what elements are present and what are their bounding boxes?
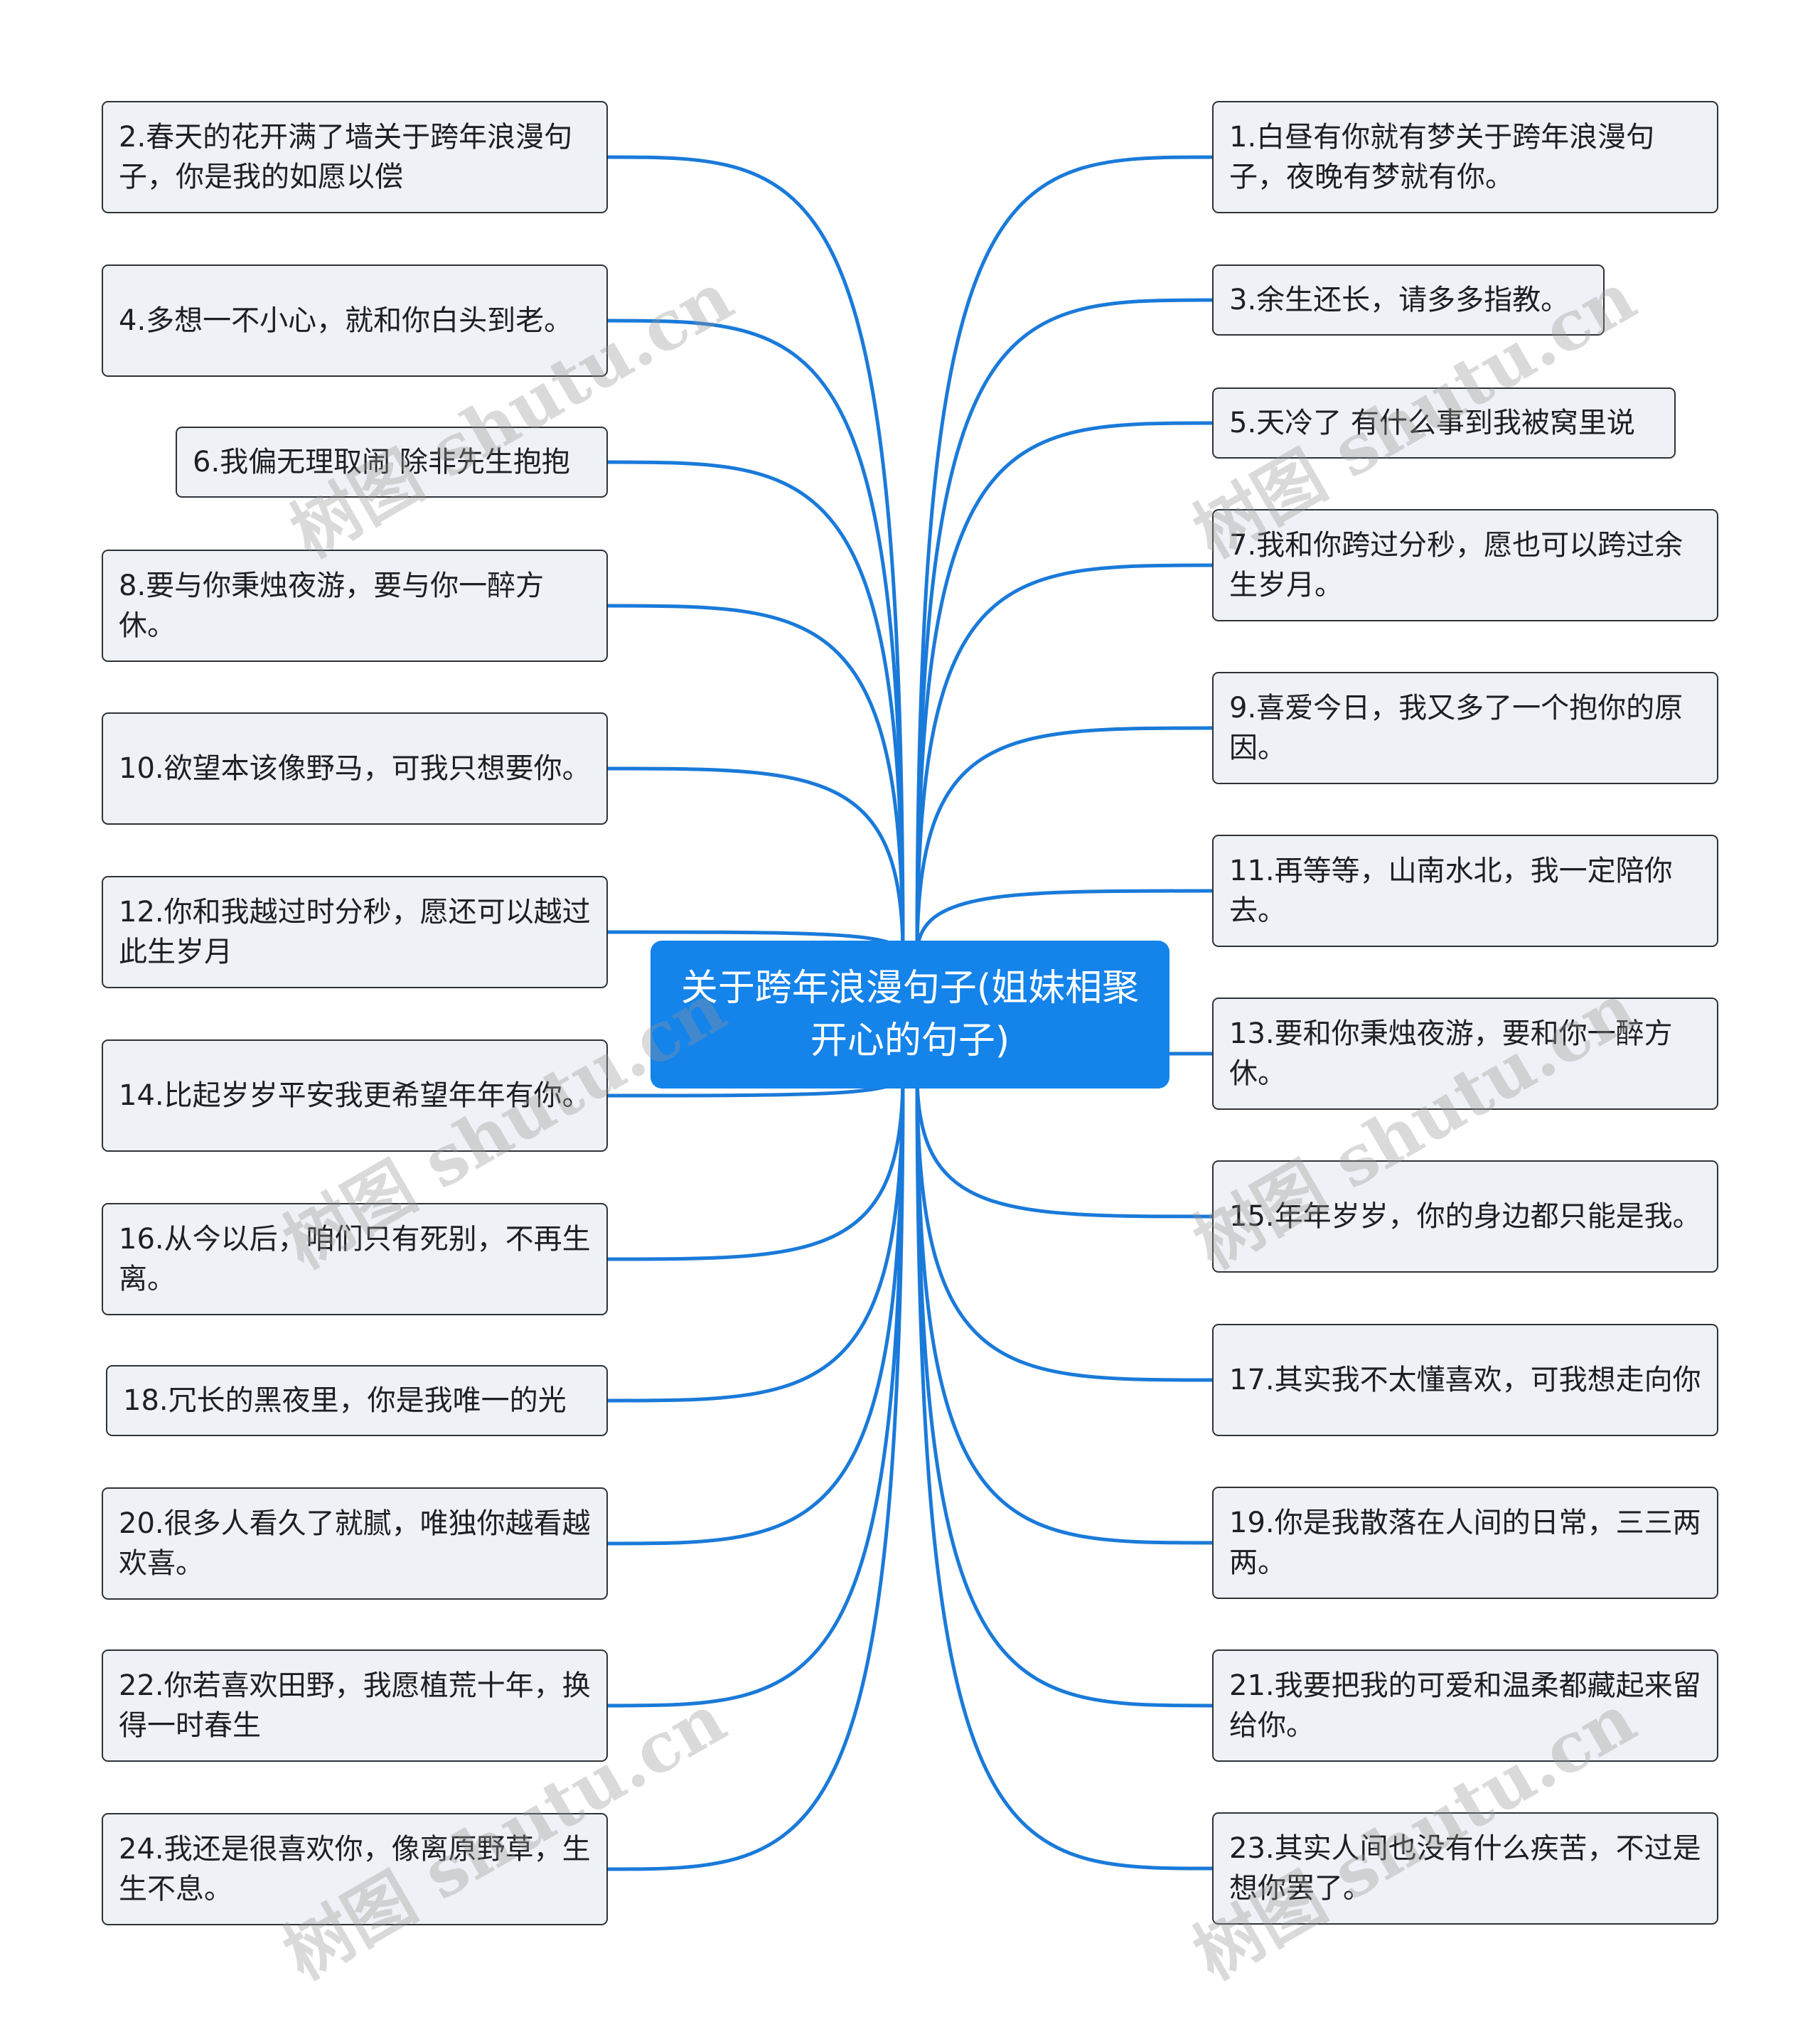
topic-label: 19.你是我散落在人间的日常，三三两两。 <box>1229 1507 1701 1579</box>
topic-right-10[interactable]: 19.你是我散落在人间的日常，三三两两。 <box>1212 1487 1718 1599</box>
topic-label: 5.天冷了 有什么事到我被窝里说 <box>1229 407 1635 439</box>
connector-line <box>607 1074 905 1708</box>
connector-line <box>915 1074 1213 1871</box>
topic-label: 4.多想一不小心，就和你白头到老。 <box>119 304 573 337</box>
connector-line <box>915 421 1213 956</box>
connector-line <box>915 726 1213 956</box>
topic-left-8[interactable]: 16.从今以后，咱们只有死别，不再生离。 <box>102 1203 608 1315</box>
topic-label: 22.你若喜欢田野，我愿植荒十年，换得一时春生 <box>119 1669 591 1742</box>
connector-line <box>607 766 905 956</box>
connector-line <box>915 298 1213 956</box>
topic-label: 12.你和我越过时分秒，愿还可以越过此生岁月 <box>119 896 591 968</box>
topic-label: 18.冗长的黑夜里，你是我唯一的光 <box>123 1384 567 1417</box>
connector-line <box>607 460 905 956</box>
topic-right-7[interactable]: 13.要和你秉烛夜游，要和你一醉方休。 <box>1212 998 1718 1110</box>
connector-line <box>915 1074 1213 1708</box>
topic-left-12[interactable]: 24.我还是很喜欢你，像离原野草，生生不息。 <box>102 1813 608 1925</box>
topic-right-8[interactable]: 15.年年岁岁，你的身边都只能是我。 <box>1212 1160 1718 1273</box>
connector-line <box>915 155 1213 956</box>
topic-right-9[interactable]: 17.其实我不太懂喜欢，可我想走向你 <box>1212 1324 1718 1436</box>
topic-label: 3.余生还长，请多多指教。 <box>1229 284 1570 316</box>
topic-left-11[interactable]: 22.你若喜欢田野，我愿植荒十年，换得一时春生 <box>102 1649 608 1762</box>
topic-left-7[interactable]: 14.比起岁岁平安我更希望年年有你。 <box>102 1039 608 1152</box>
topic-label: 15.年年岁岁，你的身边都只能是我。 <box>1229 1200 1701 1233</box>
topic-label: 7.我和你跨过分秒，愿也可以跨过余生岁月。 <box>1229 529 1684 601</box>
topic-label: 6.我偏无理取闹 除非先生抱抱 <box>193 446 570 478</box>
topic-right-6[interactable]: 11.再等等，山南水北，我一定陪你去。 <box>1212 835 1718 947</box>
topic-left-1[interactable]: 2.春天的花开满了墙关于跨年浪漫句子，你是我的如愿以偿 <box>102 101 608 213</box>
connector-line <box>915 1074 1213 1545</box>
topic-left-3[interactable]: 6.我偏无理取闹 除非先生抱抱 <box>176 427 608 498</box>
topic-right-11[interactable]: 21.我要把我的可爱和温柔都藏起来留给你。 <box>1212 1649 1718 1762</box>
topic-label: 13.要和你秉烛夜游，要和你一醉方休。 <box>1229 1017 1673 1090</box>
topic-label: 23.其实人间也没有什么疾苦，不过是想你罢了。 <box>1229 1832 1701 1905</box>
topic-right-12[interactable]: 23.其实人间也没有什么疾苦，不过是想你罢了。 <box>1212 1812 1718 1925</box>
topic-left-4[interactable]: 8.要与你秉烛夜游，要与你一醉方休。 <box>102 550 608 662</box>
connector-line <box>607 1074 905 1546</box>
topic-left-2[interactable]: 4.多想一不小心，就和你白头到老。 <box>102 264 608 377</box>
connector-line <box>607 604 905 956</box>
connector-line <box>607 1074 905 1261</box>
topic-right-5[interactable]: 9.喜爱今日，我又多了一个抱你的原因。 <box>1212 672 1718 784</box>
connector-line <box>607 1074 905 1871</box>
topic-label: 8.要与你秉烛夜游，要与你一醉方休。 <box>119 569 545 642</box>
topic-right-1[interactable]: 1.白昼有你就有梦关于跨年浪漫句子，夜晚有梦就有你。 <box>1212 101 1718 213</box>
topic-label: 9.喜爱今日，我又多了一个抱你的原因。 <box>1229 692 1684 764</box>
topic-label: 20.很多人看久了就腻，唯独你越看越欢喜。 <box>119 1507 591 1580</box>
topic-right-4[interactable]: 7.我和你跨过分秒，愿也可以跨过余生岁月。 <box>1212 509 1718 621</box>
topic-label: 11.再等等，山南水北，我一定陪你去。 <box>1229 855 1673 927</box>
topic-label: 1.白昼有你就有梦关于跨年浪漫句子，夜晚有梦就有你。 <box>1229 121 1655 193</box>
topic-label: 10.欲望本该像野马，可我只想要你。 <box>119 752 591 785</box>
connector-line <box>915 1074 1213 1219</box>
topic-label: 14.比起岁岁平安我更希望年年有你。 <box>119 1079 591 1112</box>
topic-label: 17.其实我不太懂喜欢，可我想走向你 <box>1229 1364 1701 1396</box>
connector-line <box>915 563 1213 956</box>
topic-left-10[interactable]: 20.很多人看久了就腻，唯独你越看越欢喜。 <box>102 1487 608 1600</box>
topic-label: 16.从今以后，咱们只有死别，不再生离。 <box>119 1223 591 1295</box>
topic-right-3[interactable]: 5.天冷了 有什么事到我被窝里说 <box>1212 387 1676 459</box>
topic-left-9[interactable]: 18.冗长的黑夜里，你是我唯一的光 <box>106 1365 608 1436</box>
connector-line <box>607 155 905 956</box>
connector-line <box>607 319 905 956</box>
topic-left-6[interactable]: 12.你和我越过时分秒，愿还可以越过此生岁月 <box>102 876 608 988</box>
topic-label: 2.春天的花开满了墙关于跨年浪漫句子，你是我的如愿以偿 <box>119 121 573 193</box>
connector-line <box>915 889 1213 956</box>
connector-line <box>915 1074 1213 1382</box>
topic-label: 24.我还是很喜欢你，像离原野草，生生不息。 <box>119 1833 591 1905</box>
central-topic[interactable]: 关于跨年浪漫句子(姐妹相聚开心的句子) <box>651 941 1169 1089</box>
central-topic-label: 关于跨年浪漫句子(姐妹相聚开心的句子) <box>680 967 1140 1062</box>
topic-right-2[interactable]: 3.余生还长，请多多指教。 <box>1212 264 1605 336</box>
connector-line <box>607 1074 905 1403</box>
topic-left-5[interactable]: 10.欲望本该像野马，可我只想要你。 <box>102 712 608 825</box>
topic-label: 21.我要把我的可爱和温柔都藏起来留给你。 <box>1229 1669 1701 1742</box>
